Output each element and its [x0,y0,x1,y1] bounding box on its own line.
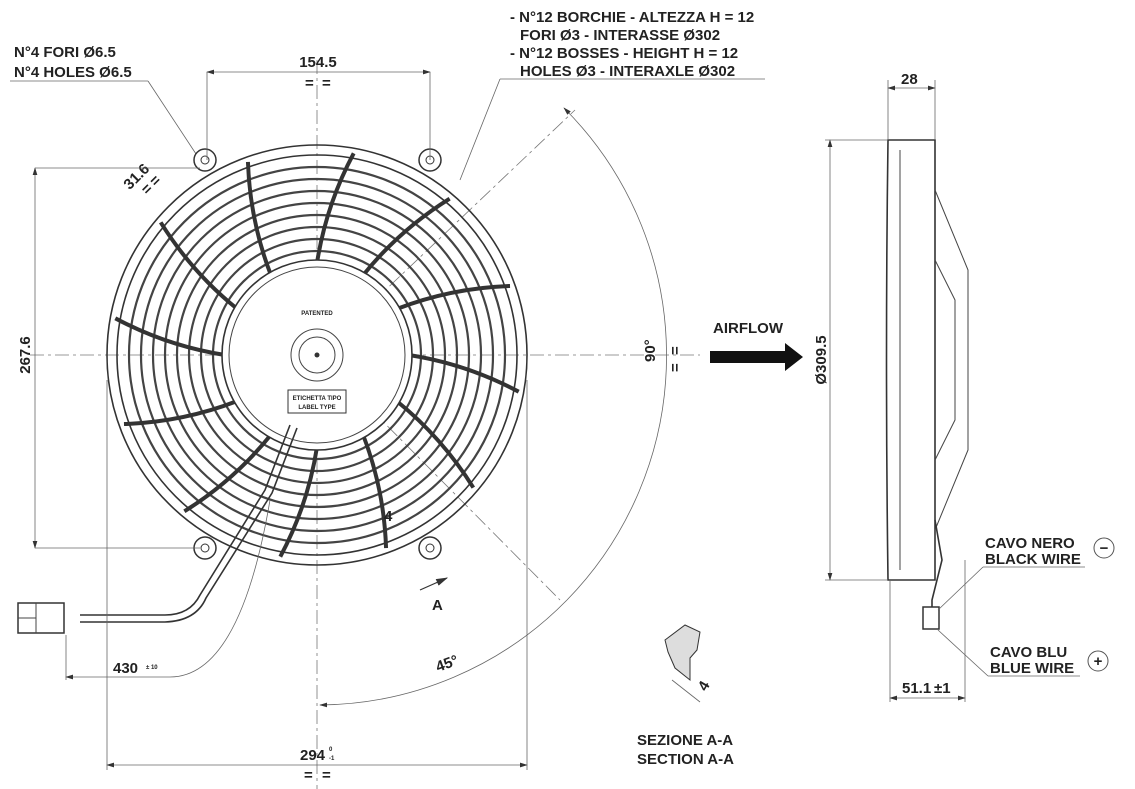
section-a-a: 4 SEZIONE A-A SECTION A-A [637,624,734,768]
svg-text:A: A [432,597,443,614]
svg-text:CAVO BLU: CAVO BLU [990,644,1067,661]
bosses-note-it-2: FORI Ø3 - INTERASSE Ø302 [520,27,720,44]
blue-wire-label: CAVO BLU BLUE WIRE + [937,629,1109,677]
svg-text:BLUE WIRE: BLUE WIRE [990,660,1074,677]
section-title-en: SECTION A-A [637,751,734,768]
side-connector [922,606,940,630]
svg-text:=: = [322,767,331,784]
label-type-it: ETICHETTA TIPO [293,396,342,402]
section-title-it: SEZIONE A-A [637,732,733,749]
svg-text:+: + [1094,653,1103,670]
grille-spoke [315,152,356,264]
dim-height: 267.6 [17,336,34,374]
grille-spoke [361,433,389,549]
svg-text:CAVO NERO: CAVO NERO [985,535,1075,552]
dim-cable-length: 430 ± 10 [65,499,271,680]
svg-text:=: = [322,75,331,92]
dim-top-width: 154.5 [299,54,337,71]
angle-45: 45° [434,652,461,676]
svg-text:=: = [667,363,684,372]
connector [17,602,65,634]
grille-ring [199,237,435,473]
dim-side-depth: 51.1 [902,680,931,697]
svg-text:BLACK WIRE: BLACK WIRE [985,551,1081,568]
grille-ring [139,177,495,533]
label-type-box [287,389,347,414]
svg-text:−: − [1100,540,1109,557]
bosses-note: - N°12 BORCHIE - ALTEZZA H = 12 FORI Ø3 … [459,9,765,181]
grille-spoke [278,446,319,558]
grille-spoke [183,433,273,514]
grille-spoke [114,316,226,357]
holes-note: N°4 FORI Ø6.5 N°4 HOLES Ø6.5 [10,44,201,161]
motor-cap [290,328,344,382]
grille-ring [127,165,507,545]
dim-angles: 90° 45° = = [319,107,684,708]
grille-spoke [361,196,451,277]
mounting-hole [418,536,442,560]
grille-ring [175,213,459,497]
hub-inner [228,266,406,444]
grille-spoke [408,353,520,394]
dim-depth: 28 [901,71,918,88]
label-type-en: LABEL TYPE [298,405,335,411]
grille-spoke [123,399,239,427]
side-cable [931,519,943,612]
fan-outer-ring [106,144,528,566]
svg-text:± 10: ± 10 [146,665,158,671]
patented-text: PATENTED [301,311,333,317]
airflow-arrow-icon [710,343,803,371]
dim-294: 294 0 -1 = = [106,380,528,784]
cable [80,424,291,616]
airflow-label: AIRFLOW [713,320,784,337]
grille-ring [187,225,447,485]
svg-text:4: 4 [695,678,714,694]
dim-overall-width: 294 [300,747,326,764]
fan-side-view [885,139,969,630]
svg-text:=: = [304,767,313,784]
dim-154-5: 154.5 = = [206,54,431,160]
grille-ring [163,201,471,509]
grille-spoke [395,399,476,489]
dim-267-6: 267.6 [17,167,200,549]
dim-309-5: Ø309.5 [813,139,888,581]
grille-spoke [395,283,511,311]
minus-icon [1093,537,1115,559]
angle-90: 90° [642,339,659,362]
bosses-note-en-2: HOLES Ø3 - INTERAXLE Ø302 [520,63,735,80]
grille-spoke [245,161,273,277]
grille-ring [151,189,483,521]
svg-text:430: 430 [113,660,138,677]
svg-text:-1: -1 [329,756,335,762]
mounting-hole [193,148,217,172]
bosses-note-it-1: - N°12 BORCHIE - ALTEZZA H = 12 [510,9,754,26]
bosses-note-en-1: - N°12 BOSSES - HEIGHT H = 12 [510,45,738,62]
plus-icon [1087,650,1109,672]
shaft [314,352,320,358]
airflow-indicator: AIRFLOW [710,320,803,371]
grille-spoke [158,221,239,311]
svg-text:=: = [305,75,314,92]
svg-text:4: 4 [384,508,393,525]
dim-31-6: 31.6 = = [120,160,164,198]
dim-28: 28 [887,71,936,140]
svg-text:=: = [667,346,684,355]
dim-51-1: 51.1 ±1 [889,560,966,702]
holes-note-en: N°4 HOLES Ø6.5 [14,64,132,81]
fan-front-view: PATENTED ETICHETTA TIPO LABEL TYPE [17,144,528,634]
black-wire-label: CAVO NERO BLACK WIRE − [937,535,1115,611]
svg-text:0: 0 [329,747,333,753]
grille-ring [211,249,423,461]
section-marker: A 4 [384,508,449,614]
holes-note-it: N°4 FORI Ø6.5 [14,44,116,61]
dim-diameter: Ø309.5 [813,335,830,384]
svg-text:±1: ±1 [934,680,951,697]
fan-inner-ring [116,154,518,556]
motor-shaft-ring [298,336,336,374]
